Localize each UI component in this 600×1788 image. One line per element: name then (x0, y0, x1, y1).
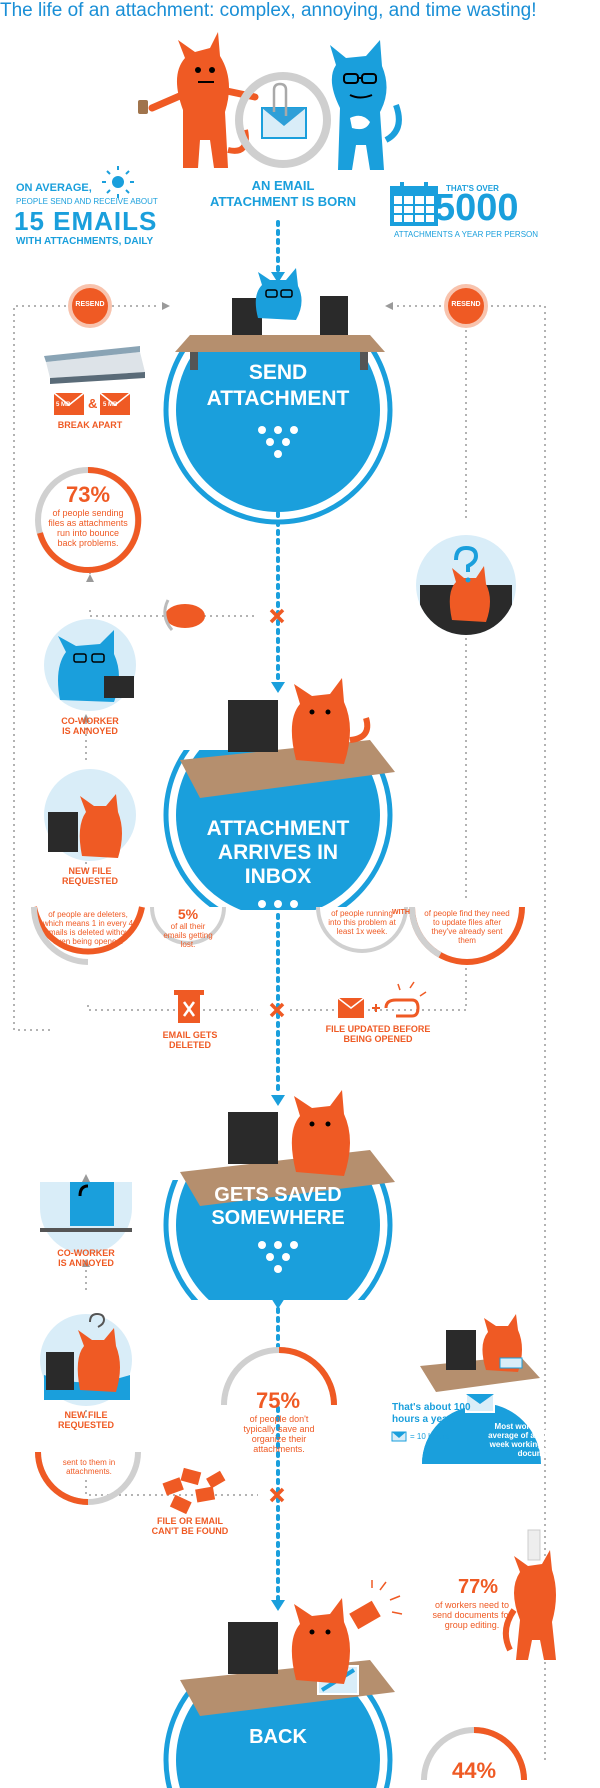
stat-73-text: of people sending files as attachments r… (48, 508, 128, 548)
stat-update-ring (408, 906, 525, 965)
bounce-email-icon (163, 599, 205, 631)
deleted-line1: EMAIL GETS (162, 1030, 218, 1040)
calendar-icon (390, 182, 438, 226)
workers-ring (422, 1393, 541, 1465)
stat-5-text: of all their emails getting lost. (163, 922, 213, 949)
stage-saved-line1: GETS SAVED (214, 1184, 342, 1206)
moon-icon (143, 170, 160, 192)
new-file-1-line1: NEW FILE (68, 866, 112, 876)
sun-icon (102, 166, 134, 198)
sent-ring (35, 1451, 141, 1505)
stage-arrives-line3: INBOX (244, 865, 312, 888)
coworker-annoyed-1-line1: CO-WORKER (61, 716, 119, 726)
stat-44-ring (421, 1727, 527, 1781)
stat-77-value: 77% (458, 1576, 499, 1598)
mb-label-2: 5 MB (103, 402, 118, 408)
intro-with-attachments: WITH ATTACHMENTS, DAILY (16, 236, 154, 247)
hour-envelope-icon (391, 1431, 407, 1442)
updated-line2: BEING OPENED (343, 1034, 413, 1044)
break-apart-label: BREAK APART (57, 420, 123, 430)
stat-running-ring (316, 906, 408, 953)
new-file-cat-circle-2 (40, 1312, 132, 1406)
coworker-annoyed-2-line1: CO-WORKER (57, 1248, 115, 1258)
saved-dots (258, 1241, 298, 1273)
intro-people-send: PEOPLE SEND AND RECEIVE ABOUT (16, 197, 158, 206)
mb-label-1: 5 MB (56, 402, 71, 408)
new-file-2-line1: NEW FILE (64, 1410, 108, 1420)
intro-emails-count: 15 EMAILS (14, 206, 158, 236)
coworker-annoyed-2-line2: IS ANNOYED (58, 1258, 114, 1268)
stage-arrives-line1: ATTACHMENT (206, 817, 350, 840)
stat-deleters-text: of people are deleters, which means 1 in… (42, 910, 134, 946)
stat-5-value: 5% (177, 906, 199, 922)
big-number: 5000 (434, 187, 519, 229)
resend-badge-right (444, 284, 488, 328)
deleted-line2: DELETED (168, 1040, 211, 1050)
desk-scene-back (163, 1580, 403, 1788)
new-file-cat-circle-1 (44, 769, 136, 861)
stat-5-ring (150, 906, 226, 945)
confused-cat-circle (416, 535, 516, 635)
annoyed-coworker-circle-1 (44, 619, 136, 711)
coworker-annoyed-1-line2: IS ANNOYED (62, 726, 118, 736)
not-found-line1: FILE OR EMAIL (157, 1516, 223, 1526)
thats-over: THAT'S OVER (446, 184, 499, 193)
amp-sign: & (88, 396, 98, 411)
email-circle-intro (235, 72, 331, 168)
stat-44-value: 44% (451, 1758, 497, 1783)
arrives-dots (258, 900, 298, 908)
scattered-files-icon (162, 1467, 226, 1515)
stat-73-ring (35, 466, 142, 573)
resend-badge-left (68, 284, 112, 328)
stat-75-text: of people don't typically save and organ… (243, 1414, 315, 1454)
x-mark-2 (269, 1002, 285, 1018)
x-mark-1 (269, 608, 285, 624)
scanner-icon (44, 346, 145, 384)
hours-desk-scene (420, 1314, 540, 1392)
sent-to-them-text: sent to them in attachments. (62, 1458, 116, 1476)
stat-75-ring (221, 1347, 337, 1406)
stage-send-line1: SEND (248, 361, 308, 384)
workers-spend-text: Most workers spend an average of about 2… (488, 1422, 590, 1458)
with-label: WITH (392, 909, 410, 916)
desk-scene-saved (163, 1090, 395, 1300)
born-line2: ATTACHMENT IS BORN (209, 194, 357, 209)
mb-envelope-icon-2 (99, 392, 131, 415)
orange-cat-intro (138, 32, 259, 168)
blue-cat-intro (330, 40, 402, 170)
bounce-arrows (258, 426, 298, 458)
page-title: The life of an attachment: complex, anno… (0, 0, 537, 21)
desk-scene-arrives (163, 678, 395, 910)
hours-line1: That's about 100 (392, 1402, 471, 1413)
desk-scene-send (163, 268, 393, 525)
stage-arrives-line2: ARRIVES IN (217, 841, 339, 864)
stat-77-text: of workers need to send documents for gr… (432, 1600, 512, 1630)
stat-update-text: of people find they need to update files… (424, 909, 510, 945)
new-file-2-line2: REQUESTED (57, 1420, 114, 1430)
stat-75-value: 75% (255, 1388, 301, 1413)
mb-envelope-icon-1 (53, 392, 85, 415)
new-file-1-line2: REQUESTED (61, 876, 118, 886)
trash-icon (174, 990, 204, 1023)
x-mark-3 (269, 1487, 285, 1503)
stage-back-line1: BACK (249, 1726, 307, 1748)
stat-73-value: 73% (65, 482, 111, 507)
intro-on-average: ON AVERAGE, (16, 182, 92, 194)
not-found-line2: CAN'T BE FOUND (151, 1526, 229, 1536)
hours-legend: = 10 Hours (410, 1432, 450, 1441)
annoyed-coworker-circle-2 (40, 1182, 132, 1254)
born-line1: AN EMAIL (251, 178, 315, 193)
stat-running-text: of people running into this problem at l… (328, 909, 396, 936)
hours-line2: hours a year! (392, 1414, 455, 1425)
resend-right-label[interactable]: RESEND (451, 301, 481, 308)
stage-saved-line2: SOMEWHERE (211, 1207, 345, 1229)
file-update-icon (337, 981, 427, 1018)
updated-line1: FILE UPDATED BEFORE (325, 1024, 431, 1034)
per-person: ATTACHMENTS A YEAR PER PERSON (394, 230, 539, 239)
resend-left-label[interactable]: RESEND (75, 301, 105, 308)
standing-cat-77 (502, 1529, 556, 1660)
stat-deleters-ring (31, 906, 145, 965)
stage-send-line2: ATTACHMENT (206, 387, 350, 410)
